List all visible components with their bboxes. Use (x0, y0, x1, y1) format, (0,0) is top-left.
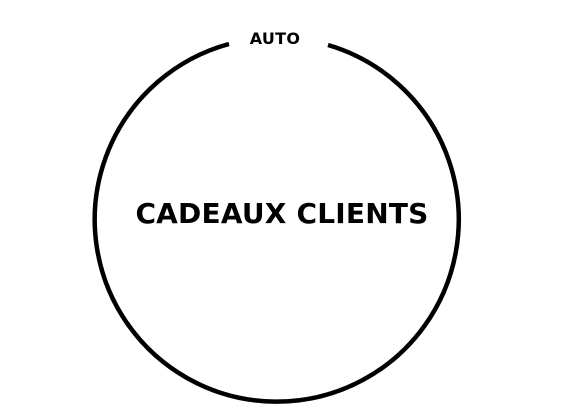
top-gap-label: AUTO (249, 29, 301, 48)
center-title: CADEAUX CLIENTS (135, 197, 429, 230)
circle-outline-with-gap (92, 41, 461, 404)
